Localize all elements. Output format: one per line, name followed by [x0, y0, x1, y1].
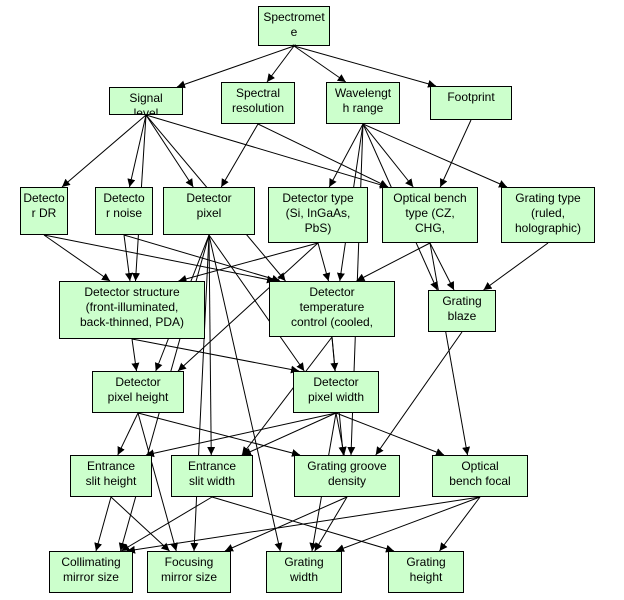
edge-spectrometer-to-spectral [266, 45, 295, 83]
edge-bench-focal-to-grating-width [335, 496, 481, 552]
node-label: Grating blaze [442, 294, 482, 323]
edge-spectrometer-to-footprint [293, 45, 437, 88]
node-label: Footprint [447, 90, 495, 104]
node-signal: Signal level [109, 87, 183, 115]
edge-wavelength-to-grating-type [362, 123, 508, 188]
edge-det-noise-to-det-temp [123, 234, 281, 283]
edge-grating-type-to-grating-blaze [483, 242, 549, 291]
edge-signal-to-opt-bench [145, 114, 389, 189]
node-label: Grating type (ruled, holographic) [514, 191, 582, 235]
edge-wavelength-to-det-type [328, 123, 364, 188]
edge-ent-width-to-collimating [120, 496, 213, 552]
edge-det-pixel-to-grating-width [208, 234, 283, 552]
edge-det-structure-to-pix-height [131, 338, 140, 372]
node-focusing: Focusing mirror size [147, 551, 231, 593]
edge-det-dr-to-det-structure [43, 234, 111, 282]
node-grating-blaze: Grating blaze [428, 290, 496, 332]
node-bench-focal: Optical bench focal [432, 455, 528, 497]
node-label: Spectral resolution [231, 86, 285, 115]
edge-wavelength-to-opt-bench [362, 123, 414, 188]
edge-spectral-to-det-pixel [220, 123, 259, 188]
edge-det-temp-to-ent-width [241, 336, 333, 456]
node-det-noise: Detecto r noise [95, 187, 153, 235]
edge-det-dr-to-det-temp [43, 234, 276, 284]
edge-pix-width-to-bench-focal [335, 412, 445, 456]
edge-det-type-to-det-temp [317, 242, 331, 282]
node-det-dr: Detecto r DR [20, 187, 68, 235]
edge-ent-height-to-focusing [110, 496, 170, 552]
edge-pix-height-to-ent-height [117, 412, 139, 456]
edge-pix-width-to-ent-height [145, 412, 337, 458]
node-label: Detector pixel height [107, 375, 169, 404]
node-grating-width: Grating width [266, 551, 342, 593]
edge-opt-bench-to-grating-blaze [429, 242, 455, 291]
node-pix-width: Detector pixel width [293, 371, 379, 413]
node-label: Grating width [284, 555, 324, 584]
node-collimating: Collimating mirror size [49, 551, 133, 593]
node-label: Grating groove density [307, 459, 387, 488]
edge-spectrometer-to-wavelength [293, 45, 347, 83]
edge-opt-bench-to-bench-focal [429, 242, 471, 456]
edge-det-pixel-to-ent-width [207, 234, 216, 456]
node-label: Collimating mirror size [61, 555, 121, 584]
node-label: Grating height [406, 555, 446, 584]
node-label: Spectromete r [263, 10, 325, 45]
node-label: Detector pixel width [307, 375, 365, 404]
edge-ent-height-to-collimating [94, 496, 112, 552]
node-spectrometer: Spectromete r [258, 6, 330, 46]
node-label: Entrance slit width [187, 459, 237, 488]
node-label: Entrance slit height [85, 459, 137, 488]
edge-footprint-to-opt-bench [439, 119, 472, 188]
node-ent-height: Entrance slit height [70, 455, 152, 497]
edge-bench-focal-to-grating-height [439, 496, 481, 552]
edge-det-type-to-det-structure [178, 242, 319, 283]
node-spectral: Spectral resolution [221, 82, 295, 124]
node-label: Optical bench focal [449, 459, 511, 488]
node-label: Focusing mirror size [161, 555, 217, 584]
node-det-type: Detector type (Si, InGaAs, PbS) [268, 187, 368, 243]
node-det-temp: Detector temperature control (cooled, [269, 281, 395, 337]
node-label: Detecto r noise [103, 191, 145, 220]
edge-signal-to-det-pixel [145, 114, 194, 188]
edge-pix-height-to-groove [137, 412, 301, 457]
edge-groove-to-grating-width [314, 496, 348, 552]
node-grating-height: Grating height [388, 551, 464, 593]
edge-grating-blaze-to-groove [375, 331, 463, 456]
node-label: Detector structure (front-illuminated, b… [79, 285, 185, 329]
node-wavelength: Wavelengt h range [326, 82, 400, 124]
edge-det-pixel-to-focusing [190, 234, 210, 552]
edge-pix-width-to-ent-width [242, 412, 337, 456]
edge-groove-to-focusing [224, 496, 348, 552]
edge-signal-to-det-dr [61, 114, 147, 188]
node-label: Detector pixel [186, 191, 232, 220]
node-label: Detector type (Si, InGaAs, PbS) [282, 191, 354, 235]
node-grating-type: Grating type (ruled, holographic) [501, 187, 595, 243]
node-label: Wavelengt h range [334, 86, 392, 115]
edge-spectral-to-opt-bench [257, 123, 389, 188]
node-pix-height: Detector pixel height [92, 371, 184, 413]
node-groove: Grating groove density [294, 455, 400, 497]
node-ent-width: Entrance slit width [171, 455, 253, 497]
node-label: Optical bench type (CZ, CHG, [393, 191, 467, 235]
edge-bench-focal-to-collimating [126, 496, 481, 554]
edge-pix-width-to-groove [335, 412, 347, 456]
node-det-pixel: Detector pixel [163, 187, 255, 235]
edge-signal-to-det-noise [127, 114, 147, 188]
node-label: Detecto r DR [23, 191, 65, 220]
edge-det-type-to-pix-height [177, 242, 319, 372]
node-label: Detector temperature control (cooled, [290, 285, 374, 329]
node-label: Signal level [129, 91, 163, 115]
edge-opt-bench-to-det-temp [356, 242, 431, 282]
edge-pix-height-to-focusing [137, 412, 178, 552]
edge-det-noise-to-det-structure [123, 234, 133, 282]
edge-det-pixel-to-pix-width [208, 234, 305, 372]
node-det-structure: Detector structure (front-illuminated, b… [59, 281, 205, 339]
node-footprint: Footprint [430, 86, 512, 120]
edge-det-structure-to-pix-width [131, 338, 300, 374]
edge-spectrometer-to-signal [176, 45, 295, 89]
node-opt-bench: Optical bench type (CZ, CHG, [382, 187, 478, 243]
